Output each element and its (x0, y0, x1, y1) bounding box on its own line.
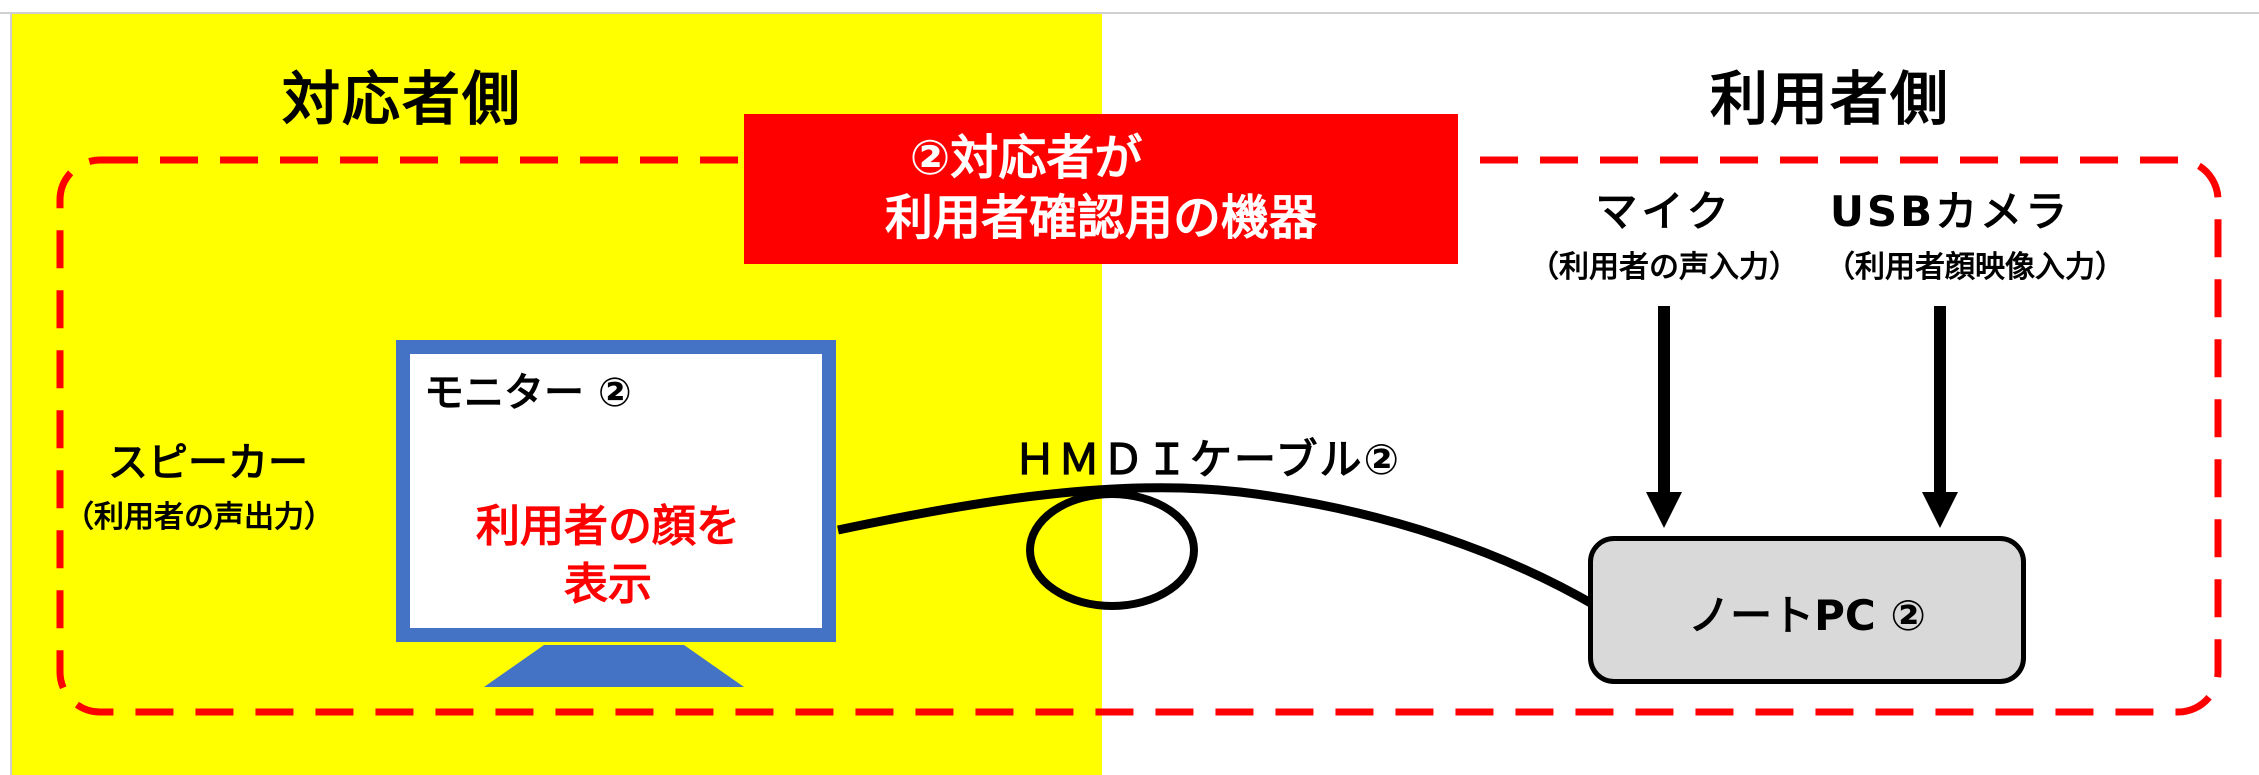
camera-label: USBカメラ (1829, 187, 2071, 236)
frame-top-line (0, 12, 2259, 14)
monitor-label: モニター ② (424, 370, 632, 416)
hdmi-cable (837, 483, 1599, 610)
monitor-content-line-1: 利用者の顔を (476, 501, 740, 552)
speaker-sublabel: （利用者の声出力） (64, 500, 334, 535)
mic-sublabel: （利用者の声入力） (1529, 250, 1799, 285)
laptop (1588, 536, 2026, 684)
frame-left-line (10, 12, 12, 775)
callout-box: ②対応者が 利用者確認用の機器 (744, 114, 1458, 264)
callout-line-2: 利用者確認用の機器 (884, 190, 1317, 246)
mic-label: マイク (1595, 187, 1733, 236)
camera-arrow-head (1922, 492, 1958, 528)
monitor-stand (484, 645, 744, 687)
laptop-label: ノートPC ② (1688, 591, 1926, 640)
user-side-title: 利用者側 (1710, 65, 1951, 133)
callout-line-1: ②対応者が (909, 130, 1143, 186)
monitor-content-line-2: 表示 (564, 559, 652, 610)
responder-side-title: 対応者側 (282, 65, 523, 133)
mic-arrow-head (1646, 492, 1682, 528)
speaker-label: スピーカー (108, 440, 308, 486)
cable-coil (1026, 490, 1198, 610)
camera-sublabel: （利用者顔映像入力） (1825, 250, 2125, 285)
cable-label: ＨＭＤＩケーブル② (1014, 435, 1402, 484)
monitor (396, 340, 836, 642)
